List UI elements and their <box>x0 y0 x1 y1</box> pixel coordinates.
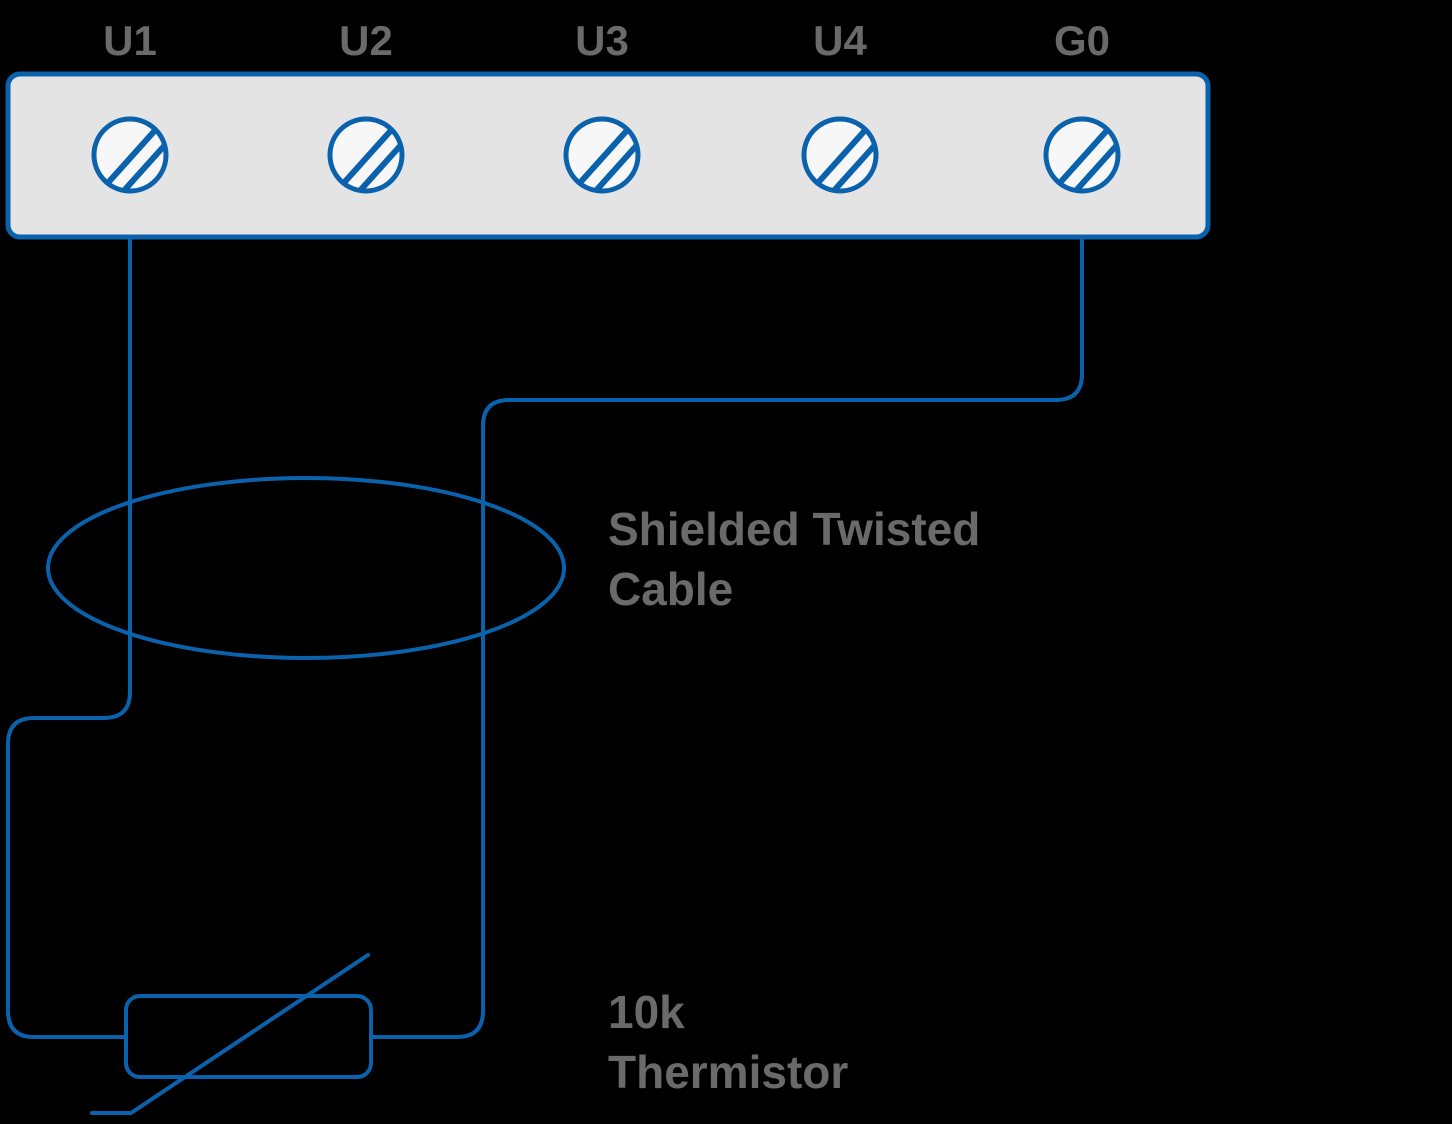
annotation-shielded-twisted-cable: Shielded Twisted Cable <box>608 503 980 615</box>
screw-slot-line-icon <box>1061 123 1116 189</box>
terminal-block[interactable] <box>5 71 1211 240</box>
terminal-screw-u1[interactable] <box>91 116 182 204</box>
wire-u1-to-thermistor-left <box>6 235 132 1039</box>
cable-label-line2: Cable <box>608 563 733 615</box>
screw-slot-line-icon <box>819 123 874 189</box>
terminal-screw-u2[interactable] <box>327 116 418 204</box>
thermistor-resistor-body <box>124 994 373 1079</box>
screw-slot-line-icon <box>109 123 164 189</box>
terminal-screw-u4[interactable] <box>801 116 892 204</box>
terminal-screw-u3[interactable] <box>563 116 654 204</box>
terminal-screw-g0[interactable] <box>1043 116 1134 204</box>
screw-slot-line-icon <box>581 123 636 189</box>
terminal-label-u3: U3 <box>575 17 629 64</box>
terminal-label-u2: U2 <box>339 17 393 64</box>
thermistor-symbol <box>90 953 373 1115</box>
terminal-label-u4: U4 <box>813 17 867 64</box>
terminal-label-g0: G0 <box>1054 17 1110 64</box>
cable-shield-ellipse <box>46 476 566 660</box>
terminal-label-u1: U1 <box>103 17 157 64</box>
thermistor-label-line1: 10k <box>608 986 685 1038</box>
terminal-label-group: U1 U2 U3 U4 G0 <box>103 17 1110 64</box>
cable-label-line1: Shielded Twisted <box>608 503 980 555</box>
wire-group <box>6 235 1084 1039</box>
thermistor-label-line2: Thermistor <box>608 1046 848 1098</box>
annotation-thermistor: 10k Thermistor <box>608 986 848 1098</box>
thermistor-variable-arrow <box>90 953 370 1115</box>
screw-slot-line-icon <box>345 123 400 189</box>
wire-g0-to-thermistor-right <box>369 235 1084 1039</box>
